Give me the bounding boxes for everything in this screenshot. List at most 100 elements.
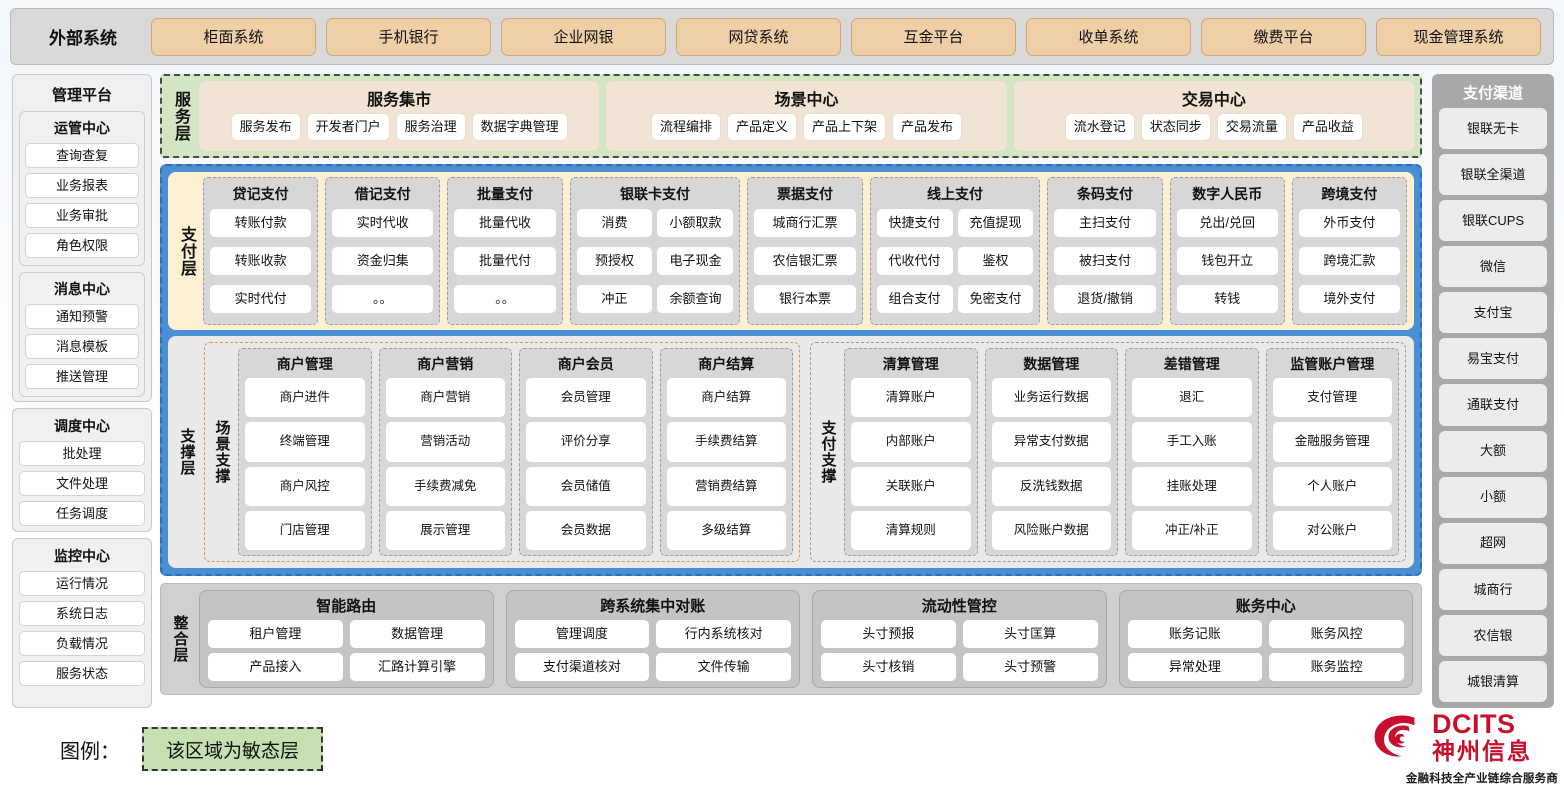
payment-item[interactable]: 境外支付 <box>1298 285 1400 313</box>
channel-item[interactable]: 城银清算 <box>1439 660 1547 703</box>
support-item[interactable]: 清算账户 <box>851 378 971 418</box>
channel-item[interactable]: 城商行 <box>1439 568 1547 610</box>
integration-item[interactable]: 租户管理 <box>208 620 343 648</box>
external-system-item[interactable]: 柜面系统 <box>151 17 316 56</box>
support-item[interactable]: 商户营销 <box>385 378 505 418</box>
payment-item[interactable]: 钱包开立 <box>1176 247 1278 275</box>
external-system-item[interactable]: 缴费平台 <box>1201 17 1366 56</box>
external-system-item[interactable]: 收单系统 <box>1026 17 1191 56</box>
integration-item[interactable]: 头寸匡算 <box>962 620 1098 648</box>
payment-item[interactable]: 充值提现 <box>957 209 1034 237</box>
service-item[interactable]: 服务发布 <box>231 114 300 140</box>
mgmt-item[interactable]: 服务状态 <box>19 661 145 686</box>
integration-item[interactable]: 产品接入 <box>208 653 343 681</box>
mgmt-item[interactable]: 任务调度 <box>19 501 145 526</box>
support-item[interactable]: 清算规则 <box>851 510 971 550</box>
service-item[interactable]: 产品收益 <box>1293 114 1362 140</box>
channel-item[interactable]: 银联无卡 <box>1439 108 1547 150</box>
mgmt-item[interactable]: 负载情况 <box>19 631 145 656</box>
payment-item[interactable]: 余额查询 <box>657 285 734 313</box>
integration-item[interactable]: 汇路计算引擎 <box>349 653 485 681</box>
support-item[interactable]: 多级结算 <box>666 510 786 550</box>
support-item[interactable]: 手续费减免 <box>385 466 505 506</box>
mgmt-item[interactable]: 通知预警 <box>25 304 139 329</box>
mgmt-item[interactable]: 批处理 <box>19 441 145 466</box>
payment-item[interactable]: 小额取款 <box>657 209 734 237</box>
support-item[interactable]: 终端管理 <box>245 422 365 462</box>
channel-item[interactable]: 银联CUPS <box>1439 200 1547 242</box>
mgmt-item[interactable]: 业务审批 <box>25 203 139 228</box>
integration-item[interactable]: 文件传输 <box>656 653 791 681</box>
mgmt-item[interactable]: 运行情况 <box>19 571 145 596</box>
channel-item[interactable]: 支付宝 <box>1439 292 1547 334</box>
integration-item[interactable]: 数据管理 <box>349 620 485 648</box>
support-item[interactable]: 营销费结算 <box>666 466 786 506</box>
payment-item[interactable]: 鉴权 <box>957 247 1034 275</box>
mgmt-item[interactable]: 系统日志 <box>19 601 145 626</box>
external-system-item[interactable]: 互金平台 <box>851 17 1016 56</box>
payment-item[interactable]: 电子现金 <box>657 247 734 275</box>
payment-item[interactable]: 转账收款 <box>210 247 312 275</box>
payment-item[interactable]: 转账付款 <box>210 209 312 237</box>
support-item[interactable]: 关联账户 <box>851 466 971 506</box>
channel-item[interactable]: 易宝支付 <box>1439 338 1547 380</box>
payment-item[interactable]: 快捷支付 <box>876 209 953 237</box>
payment-item[interactable]: 主扫支付 <box>1054 209 1156 237</box>
integration-item[interactable]: 支付渠道核对 <box>514 653 650 681</box>
integration-item[interactable]: 头寸核销 <box>821 653 956 681</box>
channel-item[interactable]: 农信银 <box>1439 614 1547 656</box>
payment-item[interactable]: 退货/撤销 <box>1054 285 1156 313</box>
support-item[interactable]: 冲正/补正 <box>1132 510 1252 550</box>
payment-item[interactable]: 资金归集 <box>332 247 434 275</box>
integration-item[interactable]: 异常处理 <box>1127 653 1263 681</box>
support-item[interactable]: 手工入账 <box>1132 422 1252 462</box>
support-item[interactable]: 对公账户 <box>1272 510 1392 550</box>
mgmt-item[interactable]: 推送管理 <box>25 364 139 389</box>
support-item[interactable]: 风险账户数据 <box>991 510 1111 550</box>
support-item[interactable]: 会员数据 <box>526 510 646 550</box>
mgmt-item[interactable]: 业务报表 <box>25 173 139 198</box>
payment-item[interactable]: 。。 <box>332 285 434 313</box>
payment-item[interactable]: 预授权 <box>576 247 653 275</box>
payment-item[interactable]: 银行本票 <box>754 285 856 313</box>
mgmt-item[interactable]: 角色权限 <box>25 233 139 258</box>
payment-item[interactable]: 实时代付 <box>210 285 312 313</box>
integration-item[interactable]: 账务记账 <box>1127 620 1263 648</box>
payment-item[interactable]: 兑出/兑回 <box>1176 209 1278 237</box>
support-item[interactable]: 金融服务管理 <box>1272 422 1392 462</box>
support-item[interactable]: 退汇 <box>1132 378 1252 418</box>
payment-item[interactable]: 组合支付 <box>876 285 953 313</box>
support-item[interactable]: 商户结算 <box>666 378 786 418</box>
payment-item[interactable]: 跨境汇款 <box>1298 247 1400 275</box>
payment-item[interactable]: 实时代收 <box>332 209 434 237</box>
channel-item[interactable]: 微信 <box>1439 246 1547 288</box>
support-item[interactable]: 内部账户 <box>851 422 971 462</box>
payment-item[interactable]: 城商行汇票 <box>754 209 856 237</box>
external-system-item[interactable]: 网贷系统 <box>676 17 841 56</box>
service-item[interactable]: 交易流量 <box>1217 114 1286 140</box>
support-item[interactable]: 评价分享 <box>526 422 646 462</box>
payment-item[interactable]: 农信银汇票 <box>754 247 856 275</box>
service-item[interactable]: 数据字典管理 <box>472 114 567 140</box>
support-item[interactable]: 会员储值 <box>526 466 646 506</box>
support-item[interactable]: 营销活动 <box>385 422 505 462</box>
support-item[interactable]: 门店管理 <box>245 510 365 550</box>
channel-item[interactable]: 银联全渠道 <box>1439 154 1547 196</box>
mgmt-item[interactable]: 消息模板 <box>25 334 139 359</box>
integration-item[interactable]: 账务监控 <box>1269 653 1404 681</box>
external-system-item[interactable]: 企业网银 <box>501 17 666 56</box>
support-item[interactable]: 商户风控 <box>245 466 365 506</box>
payment-item[interactable]: 免密支付 <box>957 285 1034 313</box>
payment-item[interactable]: 批量代付 <box>454 247 556 275</box>
support-item[interactable]: 商户进件 <box>245 378 365 418</box>
external-system-item[interactable]: 现金管理系统 <box>1376 17 1541 56</box>
support-item[interactable]: 反洗钱数据 <box>991 466 1111 506</box>
support-item[interactable]: 会员管理 <box>526 378 646 418</box>
payment-item[interactable]: 冲正 <box>576 285 653 313</box>
payment-item[interactable]: 外币支付 <box>1298 209 1400 237</box>
channel-item[interactable]: 大额 <box>1439 430 1547 472</box>
service-item[interactable]: 产品上下架 <box>803 114 885 140</box>
payment-item[interactable]: 转钱 <box>1176 285 1278 313</box>
service-item[interactable]: 服务治理 <box>396 114 465 140</box>
payment-item[interactable]: 代收代付 <box>876 247 953 275</box>
